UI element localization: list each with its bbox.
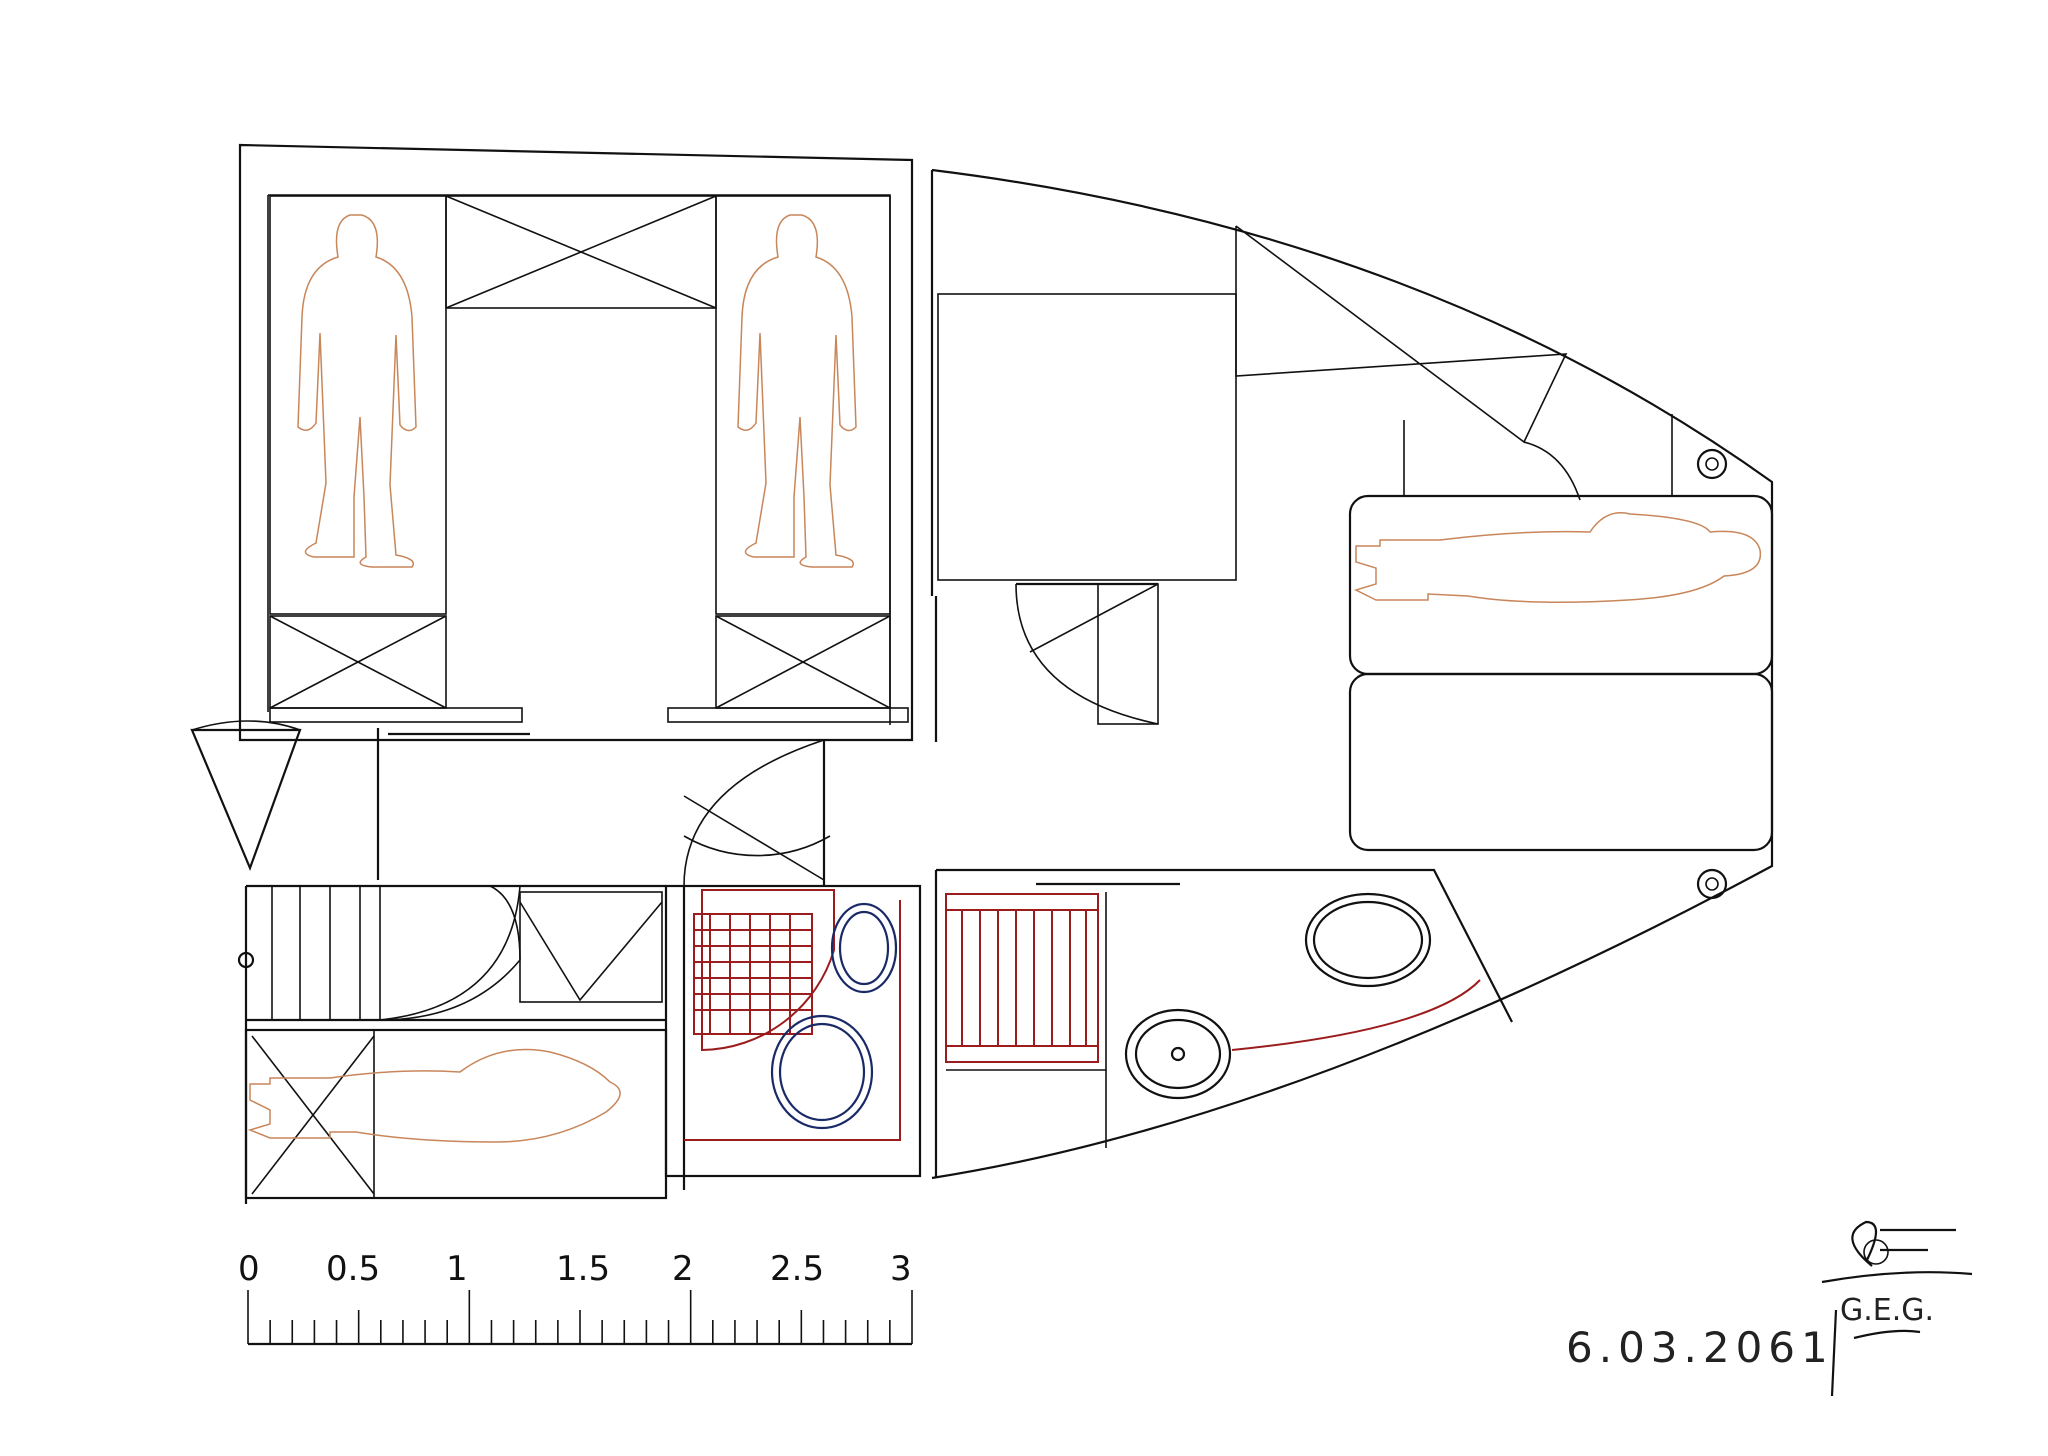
scale-label-0: 0 [238,1249,260,1289]
standing-figure-1 [297,214,417,568]
bow-section [930,168,1774,1180]
scale-ticks [247,1290,913,1344]
standing-figure-2 [737,214,857,568]
scale-label-2: 2 [672,1249,694,1289]
lying-figure-lower [247,1048,621,1143]
scale-label-3: 3 [890,1249,912,1289]
left-cabins [238,143,938,880]
head-left [664,884,922,1178]
lying-figure-berth [1353,512,1762,603]
drawing-date: 6.03.2061 [1566,1323,1834,1372]
signature: G.E.G. [1821,1220,1973,1340]
head-right [934,868,1513,1178]
scale-bar: 0 0.5 1 1.5 2 2.5 3 [238,1249,913,1346]
scale-label-2-5: 2.5 [770,1249,824,1289]
signature-initials: G.E.G. [1840,1293,1934,1328]
scale-label-0-5: 0.5 [326,1249,380,1289]
scale-label-1-5: 1.5 [556,1249,610,1289]
stair-and-lower-cabin [190,720,831,1204]
scale-label-1: 1 [446,1249,468,1289]
date-divider [1830,1309,1838,1397]
